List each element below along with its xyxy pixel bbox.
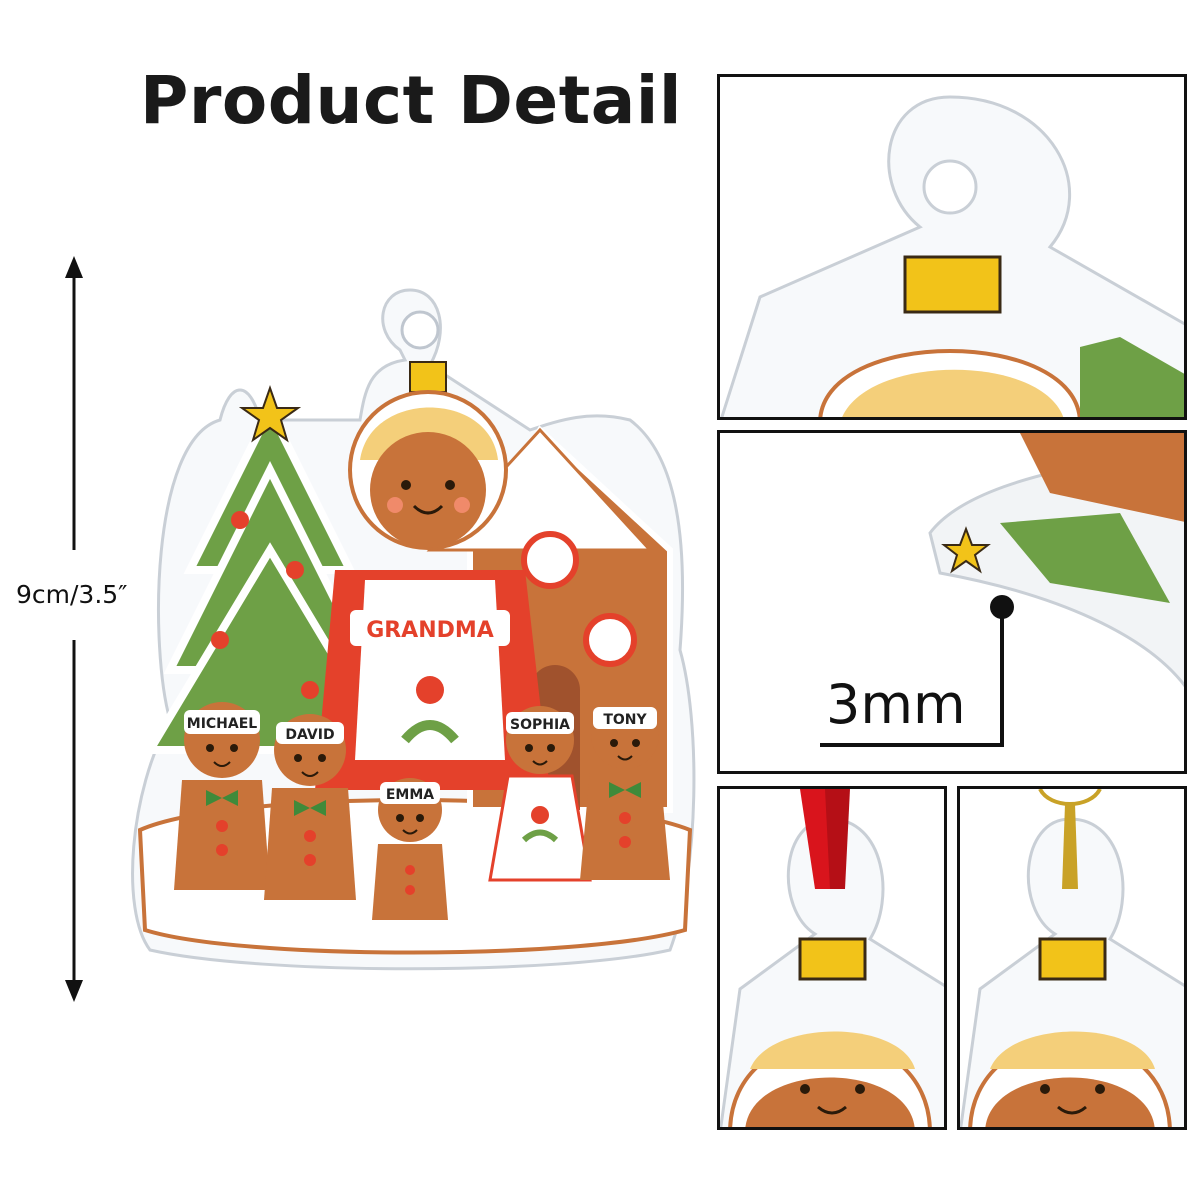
- page-title: Product Detail: [140, 62, 683, 139]
- christmas-tree: [142, 384, 398, 754]
- closeup-string-image: [960, 789, 1184, 1127]
- star-icon: [941, 526, 991, 574]
- grandma-figure: GRANDMA: [315, 361, 550, 790]
- name-label-5: TONY: [603, 712, 647, 728]
- detail-panel-gold-string: [957, 786, 1187, 1130]
- gingerbread-kid-5: TONY: [580, 701, 670, 880]
- name-label-1: MICHAEL: [187, 716, 258, 732]
- gingerbread-kid-4: SOPHIA: [488, 706, 592, 882]
- detail-panel-ribbon: [717, 786, 947, 1130]
- gingerbread-kid-1: MICHAEL: [174, 702, 270, 890]
- detail-panel-top: [717, 74, 1187, 420]
- detail-panel-thickness: 3mm: [717, 430, 1187, 774]
- gingerbread-kid-3: EMMA: [372, 778, 448, 920]
- dimension-arrow: [65, 256, 83, 1002]
- closeup-ribbon-image: [720, 789, 944, 1127]
- name-label-4: SOPHIA: [510, 717, 570, 733]
- name-label-3: EMMA: [386, 787, 434, 803]
- gingerbread-kid-2: DAVID: [264, 714, 356, 900]
- closeup-edge-image: [820, 433, 1184, 747]
- thickness-label: 3mm: [826, 673, 966, 736]
- dimension-label: 9cm/3.5″: [16, 580, 128, 609]
- star-icon: [238, 384, 302, 443]
- ornament-image: GRANDMA MICHAEL DAVID EMMA SOPHIA: [131, 288, 696, 971]
- closeup-hanger-image: [720, 95, 1184, 417]
- grandma-label: GRANDMA: [366, 618, 494, 643]
- hanging-hole: [400, 310, 440, 350]
- name-label-2: DAVID: [285, 727, 334, 743]
